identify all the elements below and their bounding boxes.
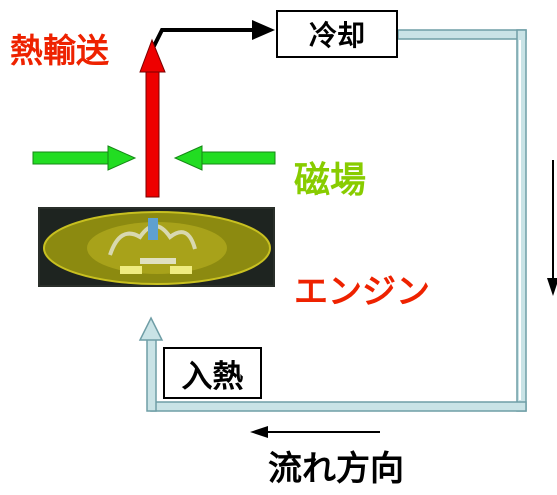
magnetic-field-arrow-left bbox=[32, 145, 137, 171]
heat-input-box: 入熱 bbox=[163, 347, 262, 399]
magnetic-field-arrow-right bbox=[173, 145, 276, 171]
cooling-arrow bbox=[150, 20, 275, 51]
pipe-arrowhead bbox=[138, 316, 164, 341]
heat-transport-label: 熱輸送 bbox=[10, 31, 109, 70]
flow-direction-label: 流れ方向 bbox=[268, 449, 404, 489]
flow-direction-arrow bbox=[250, 426, 380, 438]
cooling-box: 冷却 bbox=[276, 10, 398, 58]
heat-input-label: 入熱 bbox=[181, 358, 244, 395]
engine-image bbox=[38, 207, 275, 287]
cooling-label: 冷却 bbox=[308, 19, 365, 52]
magnetic-field-label: 磁場 bbox=[294, 160, 367, 201]
heat-transport-arrow bbox=[139, 38, 166, 198]
downward-flow-arrow bbox=[547, 160, 557, 296]
engine-label: エンジン bbox=[294, 272, 430, 312]
circulation-pipe bbox=[138, 29, 527, 412]
